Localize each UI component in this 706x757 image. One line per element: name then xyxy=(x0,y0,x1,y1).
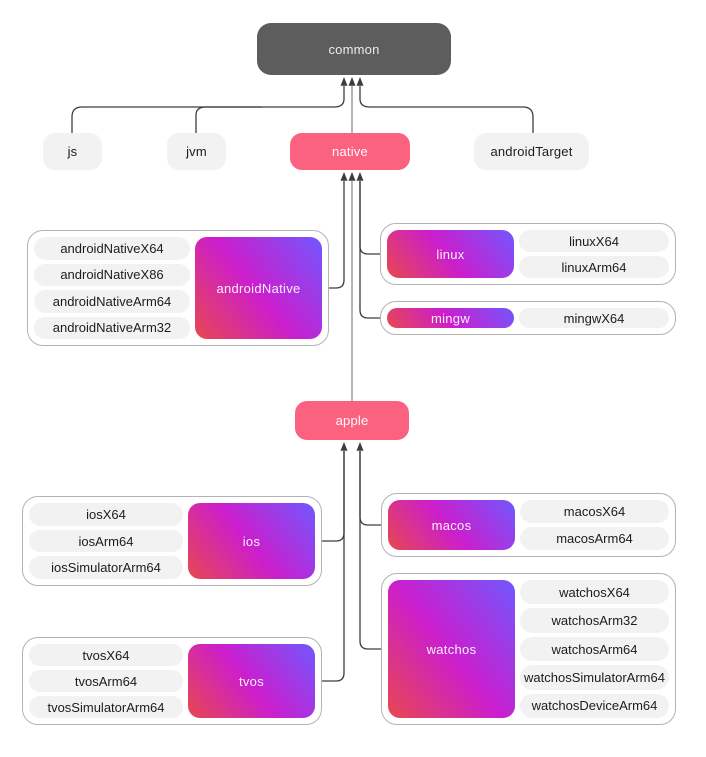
pill-iosx64: iosX64 xyxy=(29,503,183,526)
pill-watchossimulatorarm64: watchosSimulatorArm64 xyxy=(520,665,669,690)
pill-list: tvosX64 tvosArm64 tvosSimulatorArm64 xyxy=(29,644,183,718)
pill-androidnativearm32: androidNativeArm32 xyxy=(34,316,190,339)
connector-tvos-apple xyxy=(322,451,345,682)
connector-linux-native xyxy=(359,181,380,255)
pill-watchosarm64: watchosArm64 xyxy=(520,636,669,662)
node-apple: apple xyxy=(295,401,409,440)
pill-macosarm64: macosArm64 xyxy=(520,527,669,550)
connector-androidnative-native xyxy=(329,181,345,289)
arrowhead xyxy=(340,442,348,451)
arrowhead xyxy=(348,77,356,86)
node-tvos: tvos xyxy=(188,644,315,718)
pill-linuxx64: linuxX64 xyxy=(519,230,669,252)
node-linux: linux xyxy=(387,230,514,278)
pill-tvosarm64: tvosArm64 xyxy=(29,670,183,692)
connector-androidtarget-common xyxy=(359,86,534,133)
group-linux: linux linuxX64 linuxArm64 xyxy=(380,223,676,285)
node-jvm: jvm xyxy=(167,133,226,170)
pill-androidnativearm64: androidNativeArm64 xyxy=(34,290,190,313)
pill-watchosx64: watchosX64 xyxy=(520,580,669,605)
node-ios: ios xyxy=(188,503,315,579)
pill-list: watchosX64 watchosArm32 watchosArm64 wat… xyxy=(520,580,669,719)
node-native: native xyxy=(290,133,410,170)
pill-androidnativex86: androidNativeX86 xyxy=(34,263,190,286)
pill-list: androidNativeX64 androidNativeX86 androi… xyxy=(34,237,190,339)
pill-androidnativex64: androidNativeX64 xyxy=(34,237,190,260)
connector-ios-apple xyxy=(322,451,345,542)
arrowhead xyxy=(348,172,356,181)
pill-list: mingwX64 xyxy=(519,308,669,328)
pill-watchosarm32: watchosArm32 xyxy=(520,608,669,633)
node-common: common xyxy=(257,23,451,75)
arrowhead xyxy=(356,172,364,181)
pill-iosarm64: iosArm64 xyxy=(29,529,183,553)
group-ios: iosX64 iosArm64 iosSimulatorArm64 ios xyxy=(22,496,322,586)
pill-watchosdevicearm64: watchosDeviceArm64 xyxy=(520,693,669,719)
group-androidnative: androidNativeX64 androidNativeX86 androi… xyxy=(27,230,329,346)
pill-list: macosX64 macosArm64 xyxy=(520,500,669,550)
connector-macos-apple xyxy=(359,451,381,526)
node-androidnative: androidNative xyxy=(195,237,322,339)
node-macos: macos xyxy=(388,500,515,550)
node-androidtarget: androidTarget xyxy=(474,133,589,170)
group-tvos: tvosX64 tvosArm64 tvosSimulatorArm64 tvo… xyxy=(22,637,322,725)
connector-jvm-common xyxy=(195,106,262,133)
connector-watchos-apple xyxy=(359,451,381,650)
connector-mingw-native xyxy=(359,181,380,319)
pill-tvossimulatorarm64: tvosSimulatorArm64 xyxy=(29,696,183,718)
pill-tvosx64: tvosX64 xyxy=(29,644,183,666)
arrowhead xyxy=(340,77,348,86)
pill-mingwx64: mingwX64 xyxy=(519,308,669,328)
group-macos: macos macosX64 macosArm64 xyxy=(381,493,676,557)
group-mingw: mingw mingwX64 xyxy=(380,301,676,335)
node-mingw: mingw xyxy=(387,308,514,328)
pill-list: linuxX64 linuxArm64 xyxy=(519,230,669,278)
pill-linuxarm64: linuxArm64 xyxy=(519,256,669,278)
arrowhead xyxy=(356,77,364,86)
node-watchos: watchos xyxy=(388,580,515,718)
pill-macosx64: macosX64 xyxy=(520,500,669,523)
node-js: js xyxy=(43,133,102,170)
arrowhead xyxy=(340,172,348,181)
connector-js-common xyxy=(71,86,345,133)
pill-list: iosX64 iosArm64 iosSimulatorArm64 xyxy=(29,503,183,580)
group-watchos: watchos watchosX64 watchosArm32 watchosA… xyxy=(381,573,676,725)
arrowhead xyxy=(356,442,364,451)
pill-iossimulatorarm64: iosSimulatorArm64 xyxy=(29,556,183,580)
